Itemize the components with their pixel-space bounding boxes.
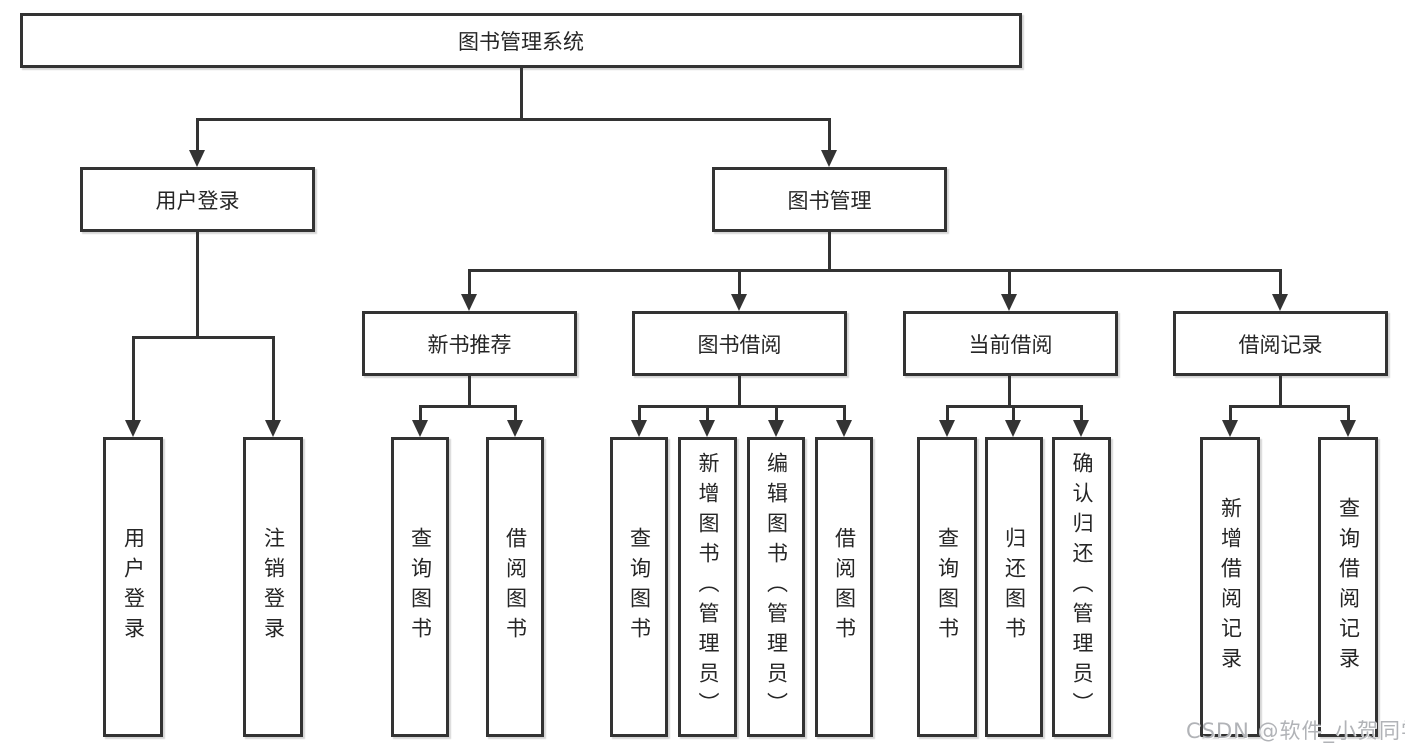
arrow-down-icon xyxy=(265,420,281,437)
connector-line xyxy=(706,405,709,422)
connector-line xyxy=(775,405,778,422)
connector-line xyxy=(419,405,422,422)
node-leaf-query-borrow-record: 查询借阅记录 xyxy=(1318,437,1378,737)
connector-line xyxy=(1008,376,1011,407)
arrow-down-icon xyxy=(821,150,837,167)
arrow-down-icon xyxy=(507,420,523,437)
node-label: 查询图书 xyxy=(627,527,652,647)
node-label: 图书借阅 xyxy=(697,332,782,357)
node-leaf-logout: 注销登录 xyxy=(243,437,303,737)
arrow-down-icon xyxy=(1073,420,1089,437)
connector-line xyxy=(738,376,741,407)
connector-line xyxy=(1012,405,1015,422)
node-label: 查询图书 xyxy=(935,527,960,647)
connector-line xyxy=(196,118,831,121)
node-leaf-confirm-return-admin: 确认归还（管理员） xyxy=(1052,437,1111,737)
node-label: 用户登录 xyxy=(121,527,146,647)
connector-line xyxy=(514,405,517,422)
arrow-down-icon xyxy=(836,420,852,437)
node-label: 新增借阅记录 xyxy=(1218,497,1243,677)
node-label: 查询借阅记录 xyxy=(1336,497,1361,677)
arrow-down-icon xyxy=(1340,420,1356,437)
node-leaf-query-book-current: 查询图书 xyxy=(917,437,977,737)
connector-line xyxy=(468,269,471,296)
node-borrow-record: 借阅记录 xyxy=(1173,311,1388,376)
node-label: 查询图书 xyxy=(408,527,433,647)
arrow-down-icon xyxy=(1005,420,1021,437)
arrow-down-icon xyxy=(125,420,141,437)
node-leaf-add-borrow-record: 新增借阅记录 xyxy=(1200,437,1260,737)
node-label: 编辑图书（管理员） xyxy=(764,452,789,722)
node-label: 注销登录 xyxy=(261,527,286,647)
connector-line xyxy=(1229,405,1232,422)
node-label: 用户登录 xyxy=(155,188,240,213)
node-new-book-recommend: 新书推荐 xyxy=(362,311,577,376)
arrow-down-icon xyxy=(939,420,955,437)
csdn-watermark: CSDN @软件_小贺同学 xyxy=(1186,719,1405,743)
node-leaf-borrow-book-recommend: 借阅图书 xyxy=(486,437,544,737)
connector-line xyxy=(843,405,846,422)
connector-line xyxy=(196,118,199,152)
arrow-down-icon xyxy=(1001,294,1017,311)
node-user-login: 用户登录 xyxy=(80,167,315,232)
node-label: 确认归还（管理员） xyxy=(1070,452,1094,722)
connector-line xyxy=(638,405,641,422)
node-label: 借阅记录 xyxy=(1238,332,1323,357)
connector-line xyxy=(828,118,831,152)
connector-line xyxy=(738,269,741,296)
connector-line xyxy=(946,405,949,422)
node-label: 新书推荐 xyxy=(427,332,512,357)
connector-line xyxy=(1008,269,1011,296)
connector-line xyxy=(272,336,275,422)
node-leaf-query-book-borrow: 查询图书 xyxy=(610,437,668,737)
node-leaf-borrow-book: 借阅图书 xyxy=(815,437,873,737)
arrow-down-icon xyxy=(1222,420,1238,437)
arrow-down-icon xyxy=(699,420,715,437)
connector-line xyxy=(196,232,199,336)
arrow-down-icon xyxy=(631,420,647,437)
connector-line xyxy=(419,405,517,408)
node-label: 借阅图书 xyxy=(503,527,528,647)
node-label: 当前借阅 xyxy=(968,332,1053,357)
node-label: 图书管理系统 xyxy=(458,29,584,54)
connector-line xyxy=(1080,405,1083,422)
node-leaf-query-book-recommend: 查询图书 xyxy=(391,437,449,737)
connector-line xyxy=(828,232,831,269)
arrow-down-icon xyxy=(731,294,747,311)
arrow-down-icon xyxy=(189,150,205,167)
node-label: 新增图书（管理员） xyxy=(696,452,720,722)
node-book-management: 图书管理 xyxy=(712,167,947,232)
connector-line xyxy=(638,405,846,408)
connector-line xyxy=(1279,269,1282,296)
node-current-borrow: 当前借阅 xyxy=(903,311,1118,376)
node-leaf-user-login: 用户登录 xyxy=(103,437,163,737)
node-label: 归还图书 xyxy=(1002,527,1027,647)
arrow-down-icon xyxy=(461,294,477,311)
node-leaf-add-book-admin: 新增图书（管理员） xyxy=(678,437,737,737)
connector-line xyxy=(1347,405,1350,422)
node-leaf-edit-book-admin: 编辑图书（管理员） xyxy=(747,437,805,737)
connector-line xyxy=(520,68,523,118)
node-book-borrow: 图书借阅 xyxy=(632,311,847,376)
connector-line xyxy=(468,269,1282,272)
node-label: 图书管理 xyxy=(787,188,872,213)
connector-line xyxy=(1279,376,1282,407)
node-library-management-system: 图书管理系统 xyxy=(20,13,1022,68)
arrow-down-icon xyxy=(768,420,784,437)
node-leaf-return-book: 归还图书 xyxy=(985,437,1043,737)
connector-line xyxy=(468,376,471,407)
connector-line xyxy=(1229,405,1349,408)
connector-line xyxy=(132,336,135,422)
arrow-down-icon xyxy=(412,420,428,437)
arrow-down-icon xyxy=(1272,294,1288,311)
connector-line xyxy=(132,336,275,339)
node-label: 借阅图书 xyxy=(832,527,857,647)
